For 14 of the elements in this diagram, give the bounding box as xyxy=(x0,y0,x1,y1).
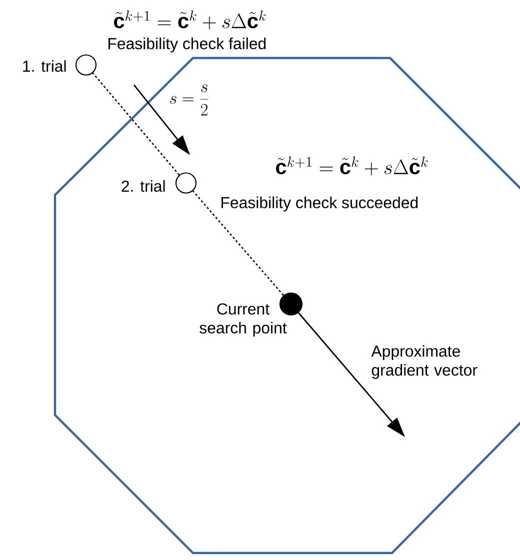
trial-circle xyxy=(75,54,97,76)
point-label: Current search point xyxy=(200,303,287,337)
dotted-line xyxy=(92,72,180,176)
edge-label: Approximate gradient vector xyxy=(371,345,478,379)
update-formula: $\tilde{\mathbf{c}}^{k+1} = \tilde{\mathbf{c}}^{k} + s\Delta\tilde{\mathbf{c}}^{k}$ xyxy=(276,156,428,176)
point-marker xyxy=(279,292,303,316)
edge-label: $s = \frac{s}{2}$ xyxy=(170,84,208,116)
status-note: Feasibility check succeeded xyxy=(222,196,418,212)
status-note: Feasibility check failed xyxy=(108,38,266,52)
update-formula: $\tilde{\mathbf{c}}^{k+1} = \tilde{\mathbf{c}}^{k} + s\Delta\tilde{\mathbf{c}}^{k}$ xyxy=(114,10,266,30)
trial-circle xyxy=(175,172,197,194)
dotted-line xyxy=(192,190,284,296)
trial-label: 2. trial xyxy=(122,180,165,192)
trial-label: 1. trial xyxy=(23,60,66,72)
